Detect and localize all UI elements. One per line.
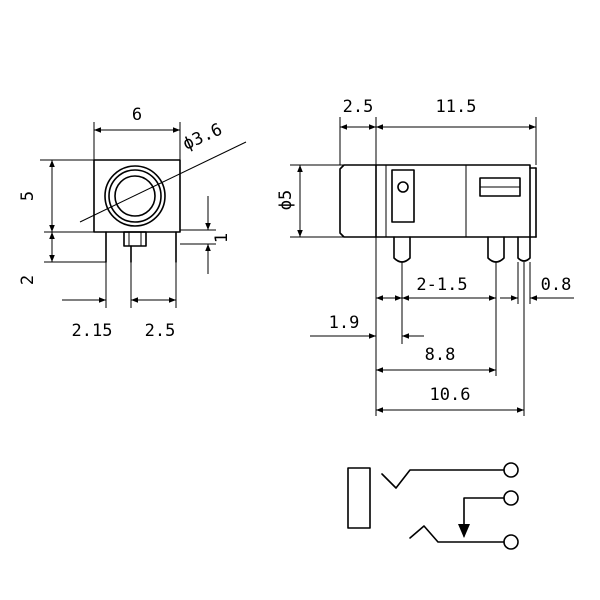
side-pin-2	[487, 236, 505, 263]
front-pin-height-label: 2	[18, 275, 38, 285]
side-latch-slot	[391, 169, 415, 223]
front-pin-spacing-label: 2.5	[145, 321, 176, 341]
front-height-label: 5	[18, 191, 38, 201]
schematic-switch-arrow	[458, 524, 470, 538]
side-pin-pitch-label: 2-1.5	[416, 275, 467, 295]
diameter-leader	[79, 141, 247, 223]
side-nose	[339, 164, 377, 238]
side-diameter-label: ϕ5	[276, 190, 296, 210]
schematic-plug-body	[347, 467, 371, 529]
front-offset-label: 1	[212, 233, 232, 243]
schematic-terminal-2	[503, 490, 519, 506]
schematic-terminal-1	[503, 462, 519, 478]
side-body-length-label: 11.5	[436, 97, 477, 117]
side-span-mid-label: 8.8	[425, 345, 456, 365]
side-view: 2.5 11.5 ϕ5 2-1.5 0.8 1.9 8.8 10.6	[276, 97, 574, 416]
side-pin-width-label: 0.8	[541, 275, 572, 295]
jack-opening	[114, 175, 156, 217]
front-diameter-label: ϕ3.6	[180, 120, 226, 155]
side-span-total-label: 10.6	[430, 385, 471, 405]
front-pin-left-label: 2.15	[72, 321, 113, 341]
schematic-symbol	[347, 462, 519, 550]
front-width-label: 6	[132, 105, 142, 125]
side-pin-3	[517, 236, 531, 262]
schematic-terminal-3	[503, 534, 519, 550]
side-pin-1	[393, 236, 411, 263]
jack-middle-ring	[108, 169, 162, 223]
side-body	[375, 164, 531, 238]
side-first-pin-label: 1.9	[329, 313, 360, 333]
side-front-length-label: 2.5	[343, 97, 374, 117]
schematic-sleeve-contact	[409, 525, 505, 543]
jack-outer-ring	[104, 165, 166, 227]
schematic-tip-contact	[381, 469, 505, 489]
front-view: 6 ϕ3.6 5 2 1 2.15 2.5	[18, 105, 247, 341]
side-latch-hole	[397, 181, 409, 193]
schematic-switch-contact	[463, 497, 505, 537]
front-bottom-tab	[123, 231, 147, 247]
